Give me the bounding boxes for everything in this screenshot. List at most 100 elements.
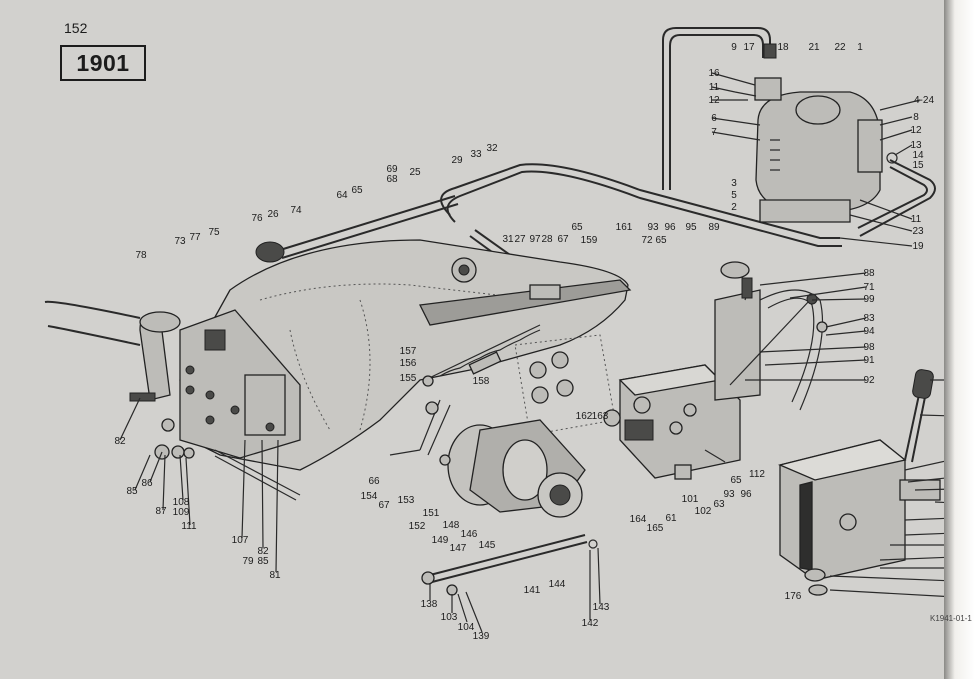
callout-1-5: 1 [857,42,863,53]
callout-65-42: 65 [571,222,583,233]
callout-112-89: 112 [749,469,765,480]
callout-26-32: 26 [267,209,279,220]
callout-17-1: 17 [743,42,755,53]
callout-158-63: 158 [473,376,490,387]
callout-99-54: 99 [863,294,875,305]
callout-7-11: 7 [711,127,717,138]
control-quadrant [714,261,828,411]
callout-164-80: 164 [630,514,647,525]
callout-102-84: 102 [695,506,712,517]
callout-67-71: 67 [378,500,390,511]
callout-27-39: 27 [514,234,526,245]
callout-147-77: 147 [450,543,467,554]
callout-68-27: 68 [386,174,398,185]
callout-12-13: 12 [910,125,922,136]
callout-139-118: 139 [473,631,490,642]
callout-75-36: 75 [208,227,220,238]
callout-92-59: 92 [863,375,875,386]
callout-98-57: 98 [863,342,875,353]
callout-74-33: 74 [290,205,302,216]
callout-96-88: 96 [740,489,752,500]
push-rod [421,534,598,596]
callout-2-19: 2 [731,202,737,213]
callout-71-53: 71 [863,282,875,293]
callout-145-79: 145 [479,540,496,551]
callout-153-72: 153 [398,495,415,506]
callout-103-116: 103 [441,612,458,623]
callout-13-14: 13 [910,140,922,151]
callout-96-47: 96 [664,222,676,233]
callout-leaders [119,72,944,633]
callout-15-16: 15 [912,160,924,171]
callout-79-109: 79 [242,556,254,567]
callout-73-34: 73 [174,236,186,247]
callout-142-120: 142 [582,618,599,629]
callout-165-81: 165 [647,523,664,534]
callout-154-70: 154 [361,491,378,502]
callout-18-2: 18 [777,42,789,53]
callout-159-44: 159 [581,235,598,246]
callout-3-17: 3 [731,178,737,189]
callout-93-86: 93 [723,489,735,500]
lever-control-unit [777,369,941,596]
callout-144-113: 144 [549,579,566,590]
callout-4-24-9: 4-24 [914,95,934,106]
callout-19-22: 19 [912,241,924,252]
callout-163-66: 163 [592,411,609,422]
callout-104-117: 104 [458,622,475,633]
callout-23-21: 23 [912,226,924,237]
callout-86-102: 86 [141,478,153,489]
pump-unit [734,43,898,223]
callout-21-3: 21 [808,42,820,53]
callout-14-15: 14 [912,150,924,161]
callout-72-48: 72 [641,235,653,246]
callout-85-101: 85 [126,486,138,497]
spring-lever [422,324,541,387]
callout-8-12: 8 [913,112,919,123]
callout-11-7: 11 [709,82,720,93]
callout-109-105: 109 [173,507,190,518]
callout-91-58: 91 [863,355,875,366]
callout-5-18: 5 [731,190,737,201]
callout-141-112: 141 [524,585,541,596]
callout-146-78: 146 [461,529,478,540]
callout-148-76: 148 [443,520,460,531]
callout-107-107: 107 [232,535,249,546]
callout-61-82: 61 [665,513,677,524]
callout-32-23: 32 [486,143,498,154]
figure-number: 1901 [76,49,130,76]
figure-number-box: 1901 [60,45,146,81]
callout-11-20: 11 [911,214,922,225]
callout-111-106: 111 [181,521,197,532]
reference-code: K1941-01-1 [930,614,972,623]
callout-101-83: 101 [682,494,699,505]
callout-156-61: 156 [400,358,417,369]
callout-82-64: 82 [114,436,126,447]
callout-97-40: 97 [529,234,541,245]
callout-176-114: 176 [785,591,802,602]
callout-25-28: 25 [409,167,421,178]
callout-138-115: 138 [421,599,438,610]
callout-28-41: 28 [541,234,553,245]
callout-108-104: 108 [173,497,190,508]
callout-69-26: 69 [386,164,398,175]
callout-16-6: 16 [708,68,720,79]
callout-64-29: 64 [336,190,348,201]
callout-65-30: 65 [351,185,363,196]
callout-162-65: 162 [576,411,593,422]
callout-31-38: 31 [502,234,514,245]
callout-157-60: 157 [400,346,417,357]
callout-67-43: 67 [557,234,569,245]
callout-143-119: 143 [593,602,610,613]
callout-6-10: 6 [711,113,717,124]
callout-81-111: 81 [269,570,281,581]
callout-87-103: 87 [155,506,167,517]
callout-33-24: 33 [470,149,482,160]
valve-block [603,364,741,480]
callout-83-55: 83 [863,313,875,324]
callout-63-85: 63 [713,499,725,510]
callout-155-62: 155 [400,373,417,384]
callout-82-108: 82 [257,546,269,557]
callout-85-110: 85 [257,556,269,567]
